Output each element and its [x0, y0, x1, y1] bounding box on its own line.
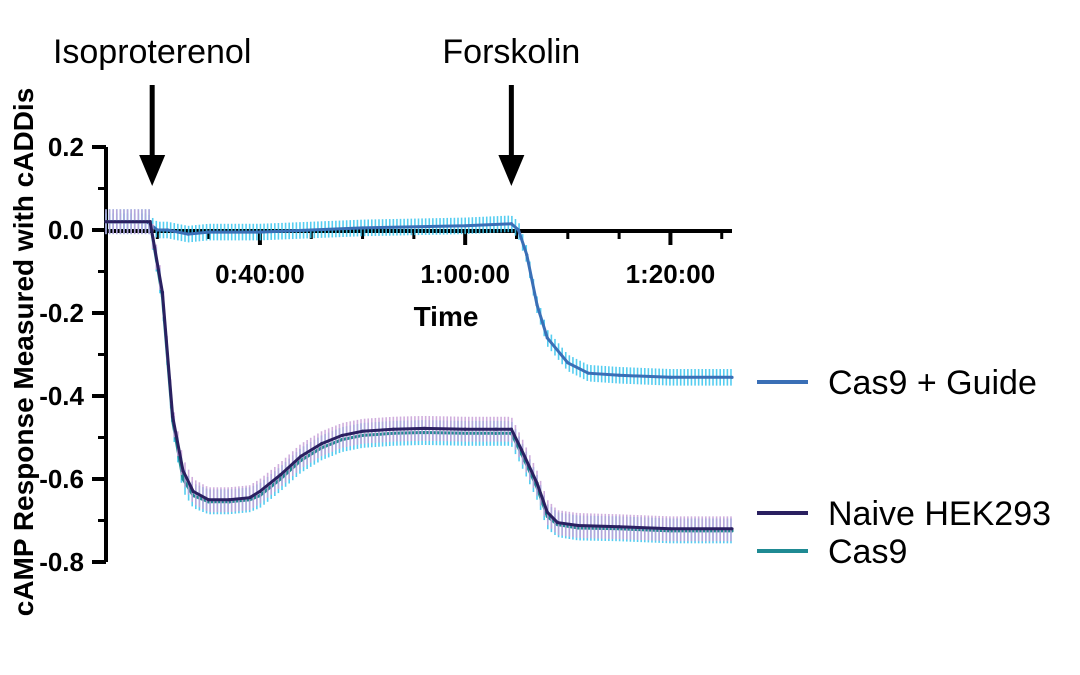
annotation-label: Isoproterenol — [53, 33, 251, 71]
data-point — [545, 510, 549, 514]
y-tick-label: -0.4 — [39, 381, 84, 411]
legend-label: Naive HEK293 — [828, 495, 1051, 533]
data-point — [509, 222, 513, 226]
series-line — [106, 220, 732, 531]
data-point — [516, 228, 521, 232]
y-axis-title: cAMP Response Measured with cADDis — [8, 88, 39, 617]
y-tick-label: -0.6 — [39, 464, 84, 494]
data-point — [525, 253, 529, 257]
data-point — [555, 520, 560, 525]
data-point — [422, 426, 426, 430]
y-tick-label: 0.2 — [48, 132, 84, 162]
data-point — [535, 481, 539, 485]
data-point — [494, 427, 498, 431]
data-point — [258, 489, 262, 494]
data-point — [668, 527, 673, 531]
legend-label: Cas9 + Guide — [828, 364, 1037, 402]
data-point — [586, 371, 590, 375]
data-point — [730, 527, 734, 531]
y-tick-label: 0.0 — [48, 215, 84, 245]
data-point — [617, 525, 621, 529]
data-point — [191, 489, 195, 494]
data-point — [207, 498, 211, 502]
data-point — [299, 454, 303, 458]
data-point — [576, 523, 580, 528]
x-tick-label: 0:40:00 — [215, 259, 305, 289]
y-tick-label: -0.2 — [39, 298, 84, 328]
data-point — [278, 473, 283, 477]
data-point — [463, 427, 467, 431]
annotation-label: Forskolin — [442, 33, 580, 71]
data-point — [535, 303, 539, 307]
data-point — [248, 496, 252, 500]
x-axis-title: Time — [414, 301, 479, 332]
data-point — [360, 226, 365, 230]
data-point — [509, 427, 513, 431]
annotation-arrow-head — [498, 155, 525, 186]
data-point — [171, 415, 175, 419]
series-naive-hek293 — [104, 209, 734, 542]
data-point — [391, 427, 395, 431]
data-point — [668, 375, 673, 379]
data-point — [207, 230, 211, 234]
data-point — [617, 373, 621, 377]
data-point — [360, 429, 365, 433]
legend-label: Cas9 — [828, 533, 907, 571]
data-point — [319, 442, 324, 446]
data-point — [104, 220, 108, 224]
data-point — [181, 477, 185, 481]
data-point — [148, 220, 152, 224]
annotations: Isoproterenol Forskolin — [53, 33, 580, 186]
data-point — [730, 375, 734, 379]
x-tick-label: 1:00:00 — [420, 259, 510, 289]
data-point — [520, 448, 524, 452]
data-point — [181, 469, 185, 473]
data-point — [165, 228, 170, 232]
y-tick-label: -0.8 — [39, 547, 84, 577]
x-tick-label: 1:20:00 — [626, 259, 716, 289]
data-point — [258, 230, 262, 234]
annotation-arrow-head — [139, 155, 166, 186]
data-point — [545, 336, 549, 340]
series-layer — [104, 209, 734, 544]
axes: 0.2 0.0 -0.2 -0.4 -0.6 -0.8 0:40:00 1:00:00 1:20… — [39, 132, 732, 577]
data-point — [463, 224, 467, 228]
data-point — [155, 228, 159, 232]
data-point — [186, 232, 190, 236]
data-point — [227, 498, 231, 502]
data-point — [340, 433, 344, 438]
data-point — [160, 290, 165, 294]
series-cas9-guide — [104, 213, 734, 386]
series-line — [106, 220, 732, 379]
data-point — [566, 361, 570, 365]
